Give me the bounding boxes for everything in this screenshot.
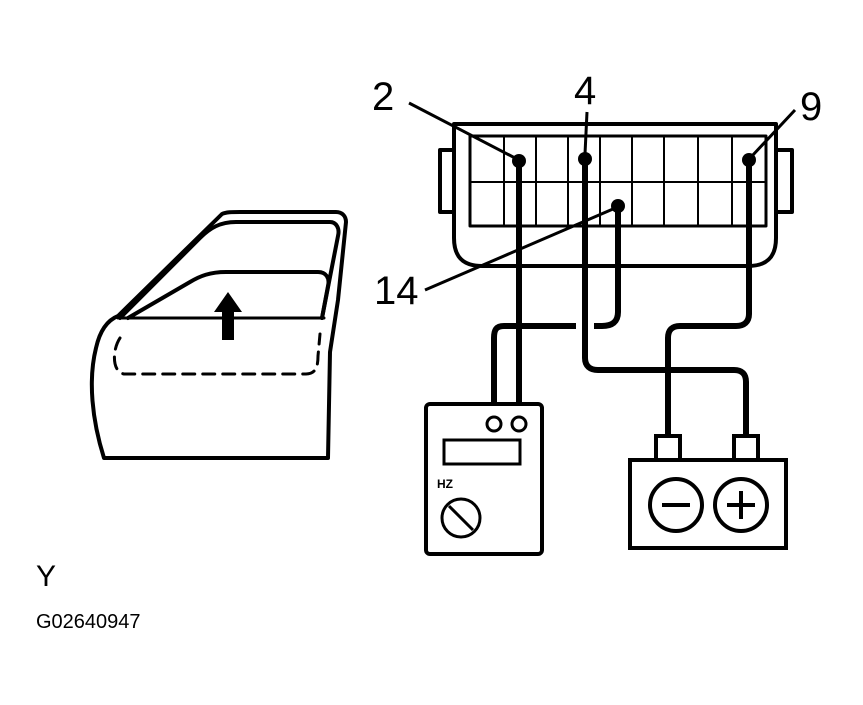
pin-9-label: 9 (800, 85, 822, 129)
pin-9-leader (750, 108, 797, 158)
meter-mode-label: HZ (437, 477, 453, 491)
wires (491, 156, 752, 439)
connector-left-latch (438, 148, 454, 214)
pin-2-leader (408, 101, 516, 160)
connector-right-latch (776, 148, 794, 214)
car-door (89, 210, 348, 460)
window-glass-dashed (113, 332, 322, 376)
pin-2-label: 2 (372, 75, 394, 119)
battery-positive-post (732, 434, 760, 462)
figure-code: G02640947 (36, 611, 141, 633)
frequency-meter: HZ (424, 402, 544, 556)
battery (628, 434, 788, 550)
meter-dial-icon (440, 497, 482, 539)
pin-4-label: 4 (574, 69, 596, 113)
pin-4-leader (583, 111, 589, 155)
window-up-arrow-icon (214, 292, 242, 340)
figure-letter: Y (36, 560, 56, 593)
window-frame-inner (126, 270, 331, 320)
wire-pin-9-to-battery-negative (665, 157, 752, 439)
window-frame-outer (118, 220, 341, 320)
plus-icon (727, 491, 755, 519)
meter-terminal-right (510, 415, 528, 433)
meter-terminal-left (485, 415, 503, 433)
connector (438, 122, 794, 268)
wire-pin-14-to-meter (491, 203, 621, 415)
pin-14-label: 14 (374, 269, 419, 313)
meter-display (442, 438, 522, 466)
battery-negative-post (654, 434, 682, 462)
door-outline (89, 210, 348, 460)
